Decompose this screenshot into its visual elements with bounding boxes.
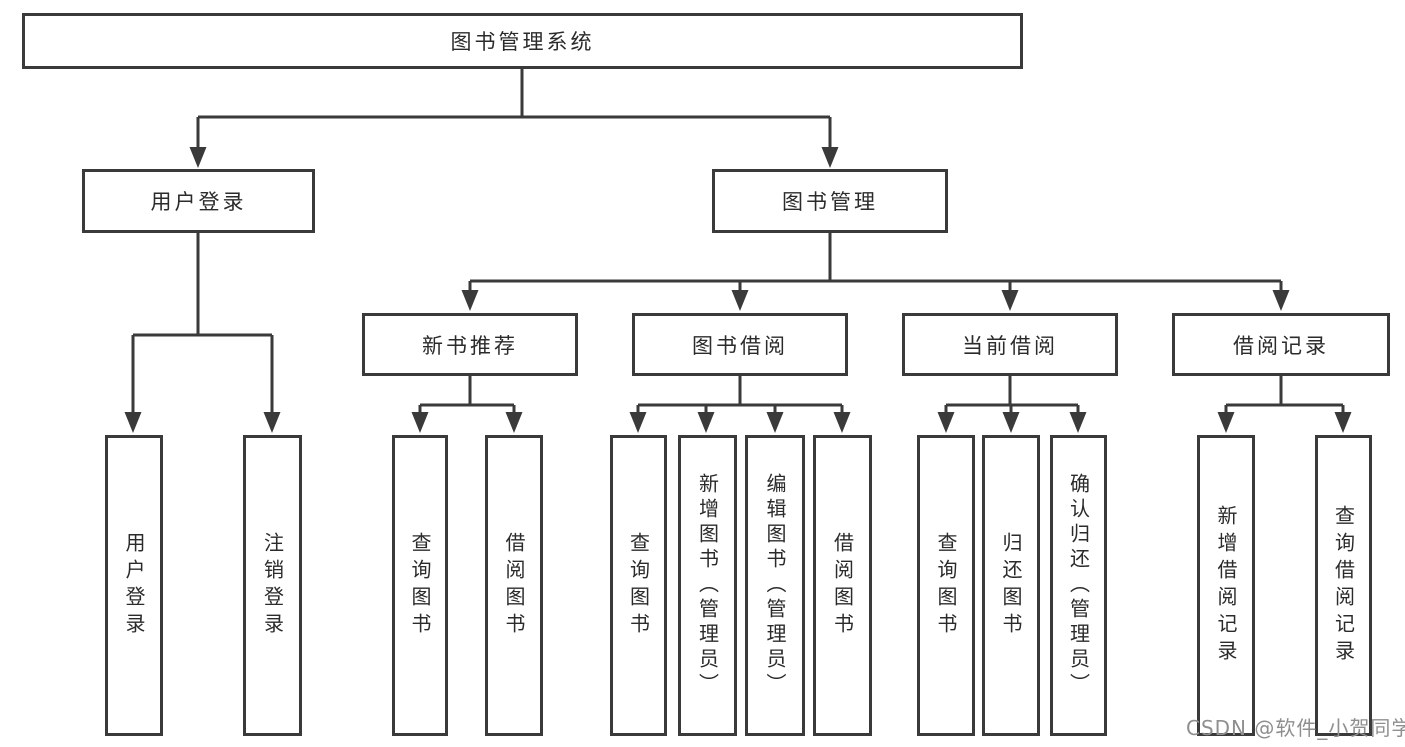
- node-borrow-books-recommend: 借阅图书: [485, 435, 543, 736]
- node-add-borrow-record: 新增借阅记录: [1197, 435, 1255, 736]
- node-confirm-return-admin: 确认归还（管理员）: [1050, 435, 1107, 736]
- node-query-books-current: 查询图书: [917, 435, 975, 736]
- node-user-login-leaf: 用户登录: [105, 435, 163, 736]
- node-borrow-books-leaf: 借阅图书: [813, 435, 872, 736]
- node-query-borrow-record: 查询借阅记录: [1315, 435, 1372, 736]
- node-edit-book-admin: 编辑图书（管理员）: [745, 435, 805, 736]
- node-library-management-system: 图书管理系统: [22, 13, 1023, 69]
- node-current-borrowing: 当前借阅: [902, 313, 1118, 376]
- arrowheads: [124, 147, 1352, 433]
- node-add-book-admin: 新增图书（管理员）: [678, 435, 737, 736]
- watermark: CSDN @软件_小贺同学: [1186, 716, 1405, 740]
- node-user-login-branch: 用户登录: [82, 169, 315, 233]
- node-book-management-branch: 图书管理: [712, 169, 948, 233]
- node-borrowing-records: 借阅记录: [1172, 313, 1390, 376]
- node-return-book-leaf: 归还图书: [982, 435, 1040, 736]
- node-query-books-recommend: 查询图书: [392, 435, 448, 736]
- node-logout-leaf: 注销登录: [243, 435, 302, 736]
- node-new-book-recommendation: 新书推荐: [362, 313, 578, 376]
- node-query-books-borrow: 查询图书: [610, 435, 667, 736]
- node-book-borrowing: 图书借阅: [632, 313, 848, 376]
